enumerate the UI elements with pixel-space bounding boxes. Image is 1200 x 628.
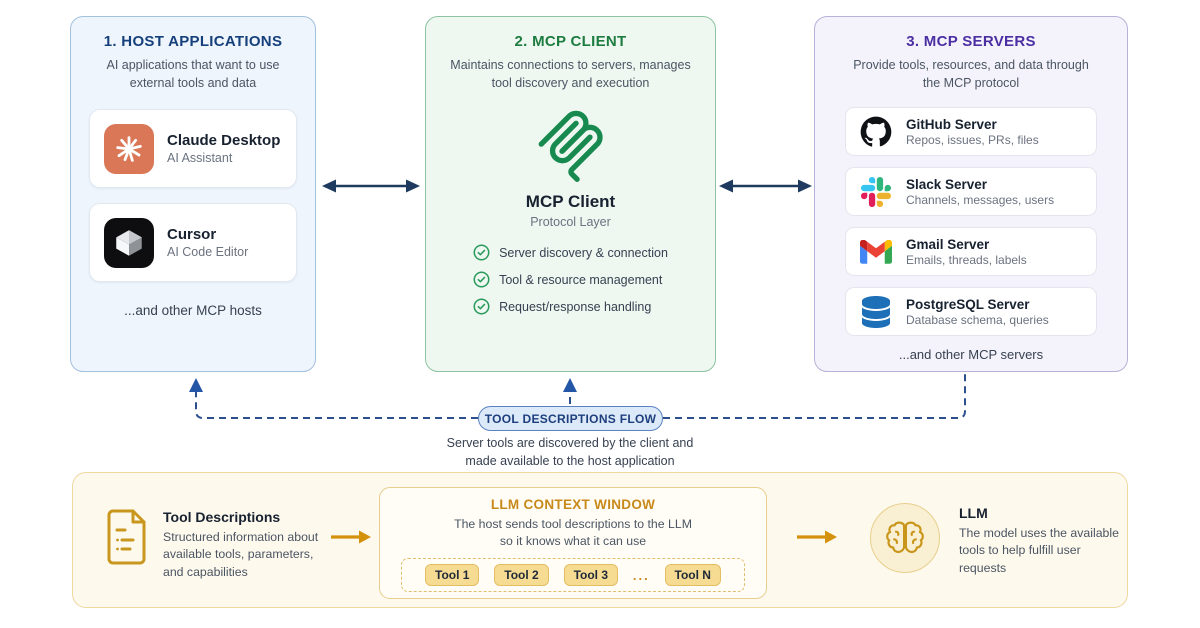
tool-chip-3: Tool 3 <box>563 564 619 587</box>
document-icon <box>103 507 150 572</box>
mcp-servers-subtitle: Provide tools, resources, and data throu… <box>853 58 1089 91</box>
cursor-card: Cursor AI Code Editor <box>89 203 297 283</box>
claude-desktop-desc: AI Assistant <box>167 151 233 166</box>
postgresql-server-card: PostgreSQL Server Database schema, queri… <box>845 287 1097 337</box>
gmail-icon <box>859 235 893 269</box>
mcp-logo-icon <box>531 104 611 184</box>
tool-chips-container: Tool 1 Tool 2 Tool 3 ... Tool N <box>401 558 745 593</box>
check-circle-icon <box>473 271 490 288</box>
arrow-to-hosts <box>189 378 203 392</box>
llm-title: LLM <box>959 505 988 521</box>
tool-chip-2: Tool 2 <box>494 564 549 587</box>
mcp-client-title: 2. MCP CLIENT <box>514 33 627 50</box>
llm-desc: The model uses the available tools to he… <box>959 526 1119 575</box>
slack-server-desc: Channels, messages, users <box>906 192 1055 207</box>
llm-context-band: Tool Descriptions Structured information… <box>72 472 1128 608</box>
slack-icon <box>859 175 893 209</box>
mcp-client-label: MCP Client <box>525 192 616 212</box>
feature-label: Request/response handling <box>499 299 652 314</box>
gmail-server-card: Gmail Server Emails, threads, labels <box>845 227 1097 277</box>
cursor-desc: AI Code Editor <box>167 245 249 260</box>
gmail-server-name: Gmail Server <box>906 236 990 252</box>
claude-icon <box>104 123 154 174</box>
other-mcp-servers-note: ...and other MCP servers <box>898 347 1044 363</box>
feature-row: Request/response handling <box>473 298 668 315</box>
other-mcp-hosts-note: ...and other MCP hosts <box>124 303 262 319</box>
database-icon <box>859 295 893 329</box>
flow-caption: Server tools are discovered by the clien… <box>370 435 770 470</box>
arrow-to-client <box>563 378 577 392</box>
host-applications-title: 1. HOST APPLICATIONS <box>103 33 283 50</box>
github-server-name: GitHub Server <box>906 116 997 132</box>
check-circle-icon <box>473 298 490 315</box>
check-circle-icon <box>473 244 490 261</box>
github-server-desc: Repos, issues, PRs, files <box>906 132 1039 147</box>
host-applications-panel: 1. HOST APPLICATIONS AI applications tha… <box>70 16 316 372</box>
tool-descriptions-title: Tool Descriptions <box>163 509 281 525</box>
context-window-subtitle-line2: so it knows what it can use <box>499 534 647 549</box>
protocol-layer-label: Protocol Layer <box>530 215 611 230</box>
context-window-title: LLM CONTEXT WINDOW <box>490 497 656 512</box>
hosts-client-arrow <box>322 179 420 193</box>
mcp-servers-title: 3. MCP SERVERS <box>906 33 1036 50</box>
client-servers-arrow <box>719 179 812 193</box>
flow-caption-line1: Server tools are discovered by the clien… <box>446 436 694 450</box>
mcp-client-panel: 2. MCP CLIENT Maintains connections to s… <box>425 16 716 372</box>
gmail-server-desc: Emails, threads, labels <box>906 252 1027 267</box>
flow-caption-line2: made available to the host application <box>465 453 675 468</box>
tool-chip-n: Tool N <box>664 564 721 587</box>
llm-context-window-card: LLM CONTEXT WINDOW The host sends tool d… <box>379 487 767 599</box>
tool-ellipsis: ... <box>632 567 650 583</box>
context-window-subtitle-line1: The host sends tool descriptions to the … <box>454 517 692 531</box>
postgresql-server-desc: Database schema, queries <box>906 312 1049 327</box>
postgresql-server-name: PostgreSQL Server <box>906 296 1030 312</box>
github-icon <box>859 115 893 149</box>
tool-chip-1: Tool 1 <box>425 564 480 587</box>
cursor-icon <box>104 217 154 268</box>
slack-server-name: Slack Server <box>906 176 988 192</box>
feature-row: Tool & resource management <box>473 271 668 288</box>
claude-desktop-card: Claude Desktop AI Assistant <box>89 109 297 189</box>
claude-desktop-name: Claude Desktop <box>167 132 281 150</box>
github-server-card: GitHub Server Repos, issues, PRs, files <box>845 107 1097 157</box>
feature-label: Server discovery & connection <box>499 245 668 260</box>
feature-row: Server discovery & connection <box>473 244 668 261</box>
arrow-to-llm <box>797 530 837 544</box>
context-window-subtitle: The host sends tool descriptions to the … <box>380 516 766 550</box>
feature-label: Tool & resource management <box>499 272 663 287</box>
mcp-servers-panel: 3. MCP SERVERS Provide tools, resources,… <box>814 16 1128 372</box>
client-feature-list: Server discovery & connection Tool & res… <box>473 244 668 325</box>
cursor-name: Cursor <box>167 226 217 244</box>
arrow-to-context-window <box>331 530 371 544</box>
tool-descriptions-desc: Structured information about available t… <box>163 530 319 579</box>
mcp-client-subtitle: Maintains connections to servers, manage… <box>450 58 691 91</box>
slack-server-card: Slack Server Channels, messages, users <box>845 167 1097 217</box>
tool-descriptions-flow-pill: TOOL DESCRIPTIONS FLOW <box>478 406 663 431</box>
host-applications-subtitle: AI applications that want to use externa… <box>106 58 280 91</box>
brain-icon <box>870 503 940 573</box>
